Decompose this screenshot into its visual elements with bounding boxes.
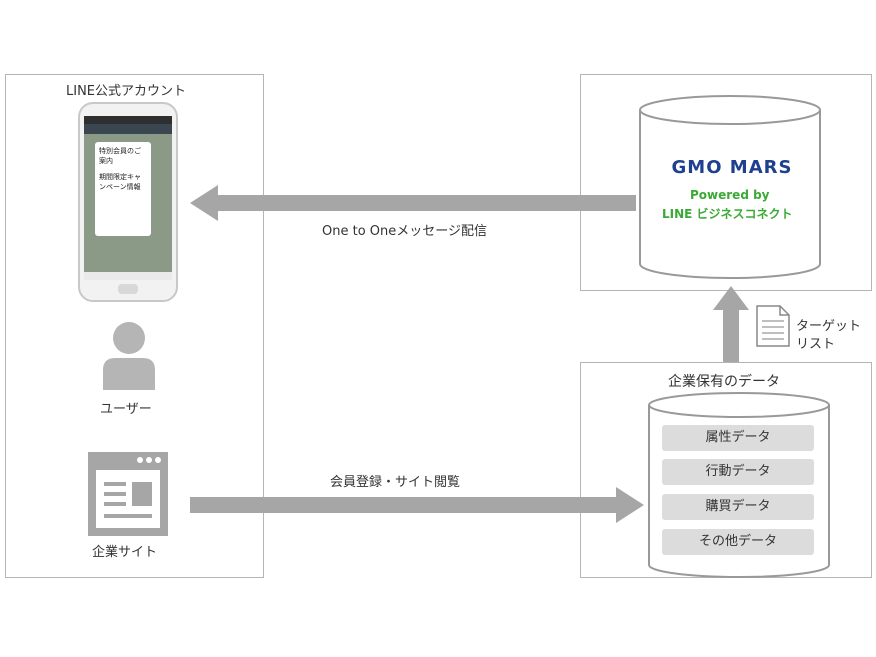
phone-message-1: 特別会員のご案内: [99, 147, 141, 165]
powered-by-label: Powered by: [690, 188, 770, 202]
site-label: 企業サイト: [92, 545, 158, 560]
data-item-behavior: 行動データ: [662, 459, 814, 485]
right-arrow: [190, 487, 644, 523]
target-list-label-1: ターゲット: [796, 319, 862, 334]
website-icon: [88, 452, 168, 536]
target-list-label-2: リスト: [796, 337, 836, 352]
phone-message-2: 期間限定キャンペーン情報: [99, 173, 141, 191]
data-item-attribute: 属性データ: [662, 425, 814, 451]
database-cylinder-icon: [639, 95, 821, 279]
product-label: LINE ビジネスコネクト: [662, 207, 793, 221]
up-arrow: [713, 286, 749, 362]
member-registration-label: 会員登録・サイト閲覧: [330, 475, 461, 490]
left-arrow: [190, 185, 636, 221]
mars-logo-text: MARS: [729, 157, 793, 178]
company-data-title: 企業保有のデータ: [668, 374, 780, 390]
data-item-other: その他データ: [662, 529, 814, 555]
user-icon: [103, 322, 155, 390]
gmo-logo-text: GMO: [671, 157, 723, 178]
document-icon: [756, 305, 790, 347]
line-account-title: LINE公式アカウント: [66, 84, 187, 99]
phone-message-bubble: 特別会員のご案内 期間限定キャンペーン情報: [95, 142, 151, 236]
gmo-mars-logo: GMO MARS: [657, 157, 807, 178]
one-to-one-label: One to Oneメッセージ配信: [322, 224, 487, 239]
data-item-purchase: 購買データ: [662, 494, 814, 520]
user-label: ユーザー: [100, 402, 152, 417]
